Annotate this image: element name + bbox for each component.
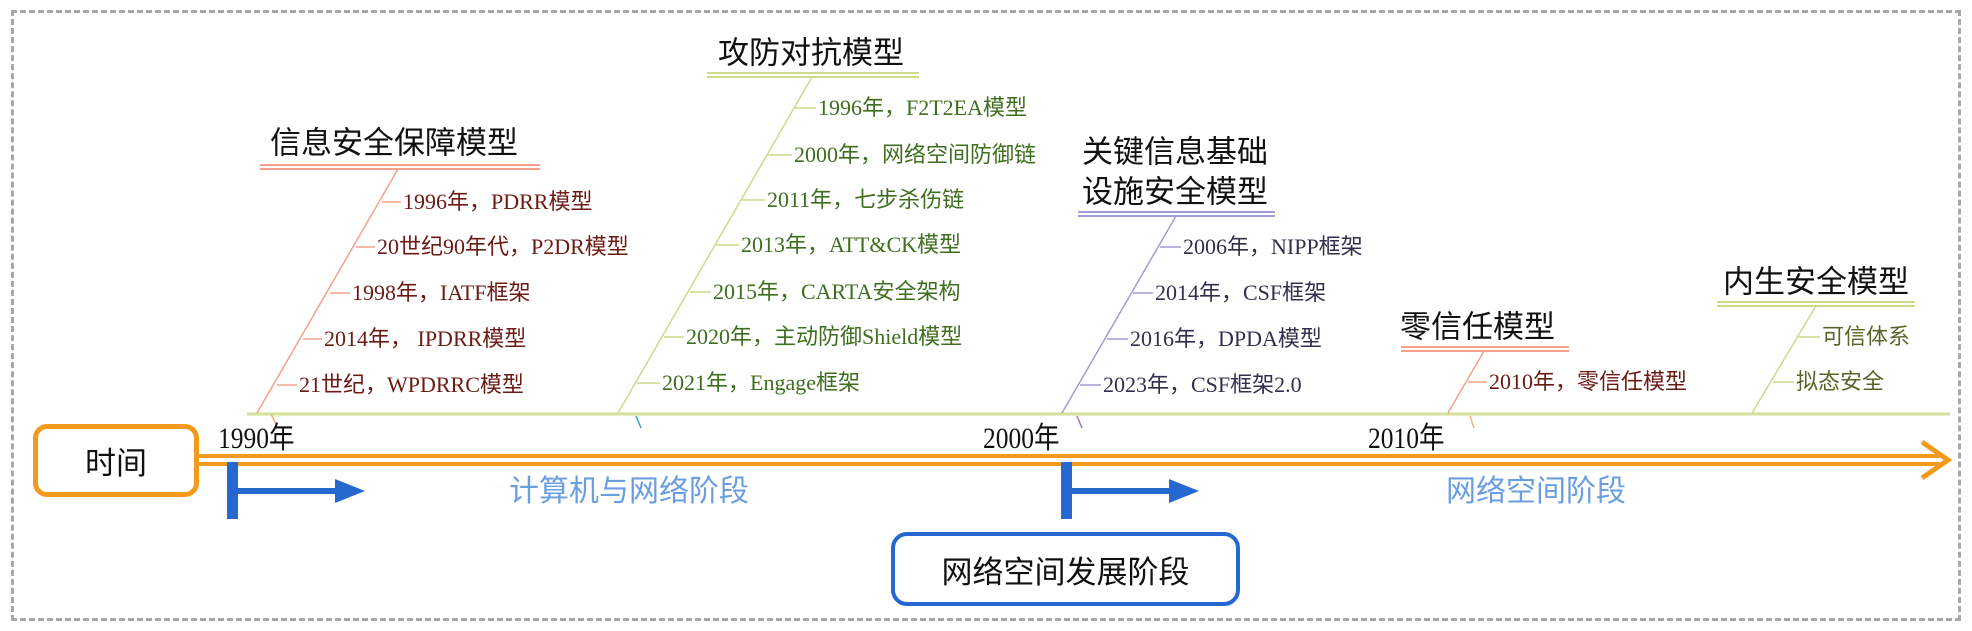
cyberspace-development-box: 网络空间发展阶段 <box>891 532 1240 606</box>
list-item: 2023年，CSF框架2.0 <box>1103 372 1302 397</box>
list-item: 1996年，F2T2EA模型 <box>818 95 1028 120</box>
list-item: 2011年，七步杀伤链 <box>767 187 965 212</box>
list-item: 可信体系 <box>1822 324 1911 349</box>
stage-marker-1990 <box>227 462 365 519</box>
time-label-box: 时间 <box>33 424 199 497</box>
list-item: 1998年，IATF框架 <box>352 280 531 305</box>
list-item: 2010年，零信任模型 <box>1489 369 1688 394</box>
tick-mark <box>1076 415 1083 429</box>
list-item: 2016年，DPDA模型 <box>1130 326 1322 351</box>
list-item: 拟态安全 <box>1796 369 1885 394</box>
dashed-frame <box>11 10 1961 621</box>
stage-label-computer-network: 计算机与网络阶段 <box>509 475 749 508</box>
list-item: 20世纪90年代，P2DR模型 <box>377 234 629 259</box>
group-title-zero-trust: 零信任模型 <box>1400 309 1555 345</box>
tick-mark <box>270 413 277 425</box>
list-item: 2000年，网络空间防御链 <box>794 142 1037 167</box>
group-title-info-security: 信息安全保障模型 <box>270 125 518 161</box>
tick-mark <box>635 415 642 429</box>
list-item: 2014年， IPDRR模型 <box>324 326 527 351</box>
group-title-critical-infrastructure-line1: 关键信息基础 <box>1082 134 1268 170</box>
tick-mark <box>1469 415 1475 429</box>
list-item: 2020年，主动防御Shield模型 <box>686 324 963 349</box>
list-item: 1996年，PDRR模型 <box>403 189 593 214</box>
branch-info-security <box>256 164 540 414</box>
branch-endogenous-security <box>1717 301 1915 414</box>
branch-critical-infrastructure <box>1061 211 1275 414</box>
list-item: 2015年，CARTA安全架构 <box>713 279 961 304</box>
list-item: 2021年，Engage框架 <box>662 370 860 395</box>
list-item: 2014年，CSF框架 <box>1155 280 1327 305</box>
group-title-critical-infrastructure-line2: 设施安全模型 <box>1082 174 1268 210</box>
year-label-2000: 2000年 <box>983 422 1060 455</box>
time-arrow <box>199 439 1953 481</box>
year-label-1990: 1990年 <box>218 422 295 455</box>
time-label: 时间 <box>85 446 147 481</box>
group-title-endogenous-security: 内生安全模型 <box>1723 264 1909 300</box>
group-title-attack-defense: 攻防对抗模型 <box>718 35 904 71</box>
list-item: 21世纪，WPDRRC模型 <box>299 372 524 397</box>
list-item: 2006年，NIPP框架 <box>1183 234 1363 259</box>
list-item: 2013年，ATT&CK模型 <box>741 232 962 257</box>
branch-attack-defense <box>617 72 919 414</box>
branch-zero-trust <box>1401 346 1569 414</box>
stage-label-cyberspace: 网络空间阶段 <box>1446 475 1626 508</box>
cyberspace-development-label: 网络空间发展阶段 <box>941 554 1190 590</box>
year-label-2010: 2010年 <box>1368 422 1445 455</box>
stage-marker-2000 <box>1061 462 1199 519</box>
